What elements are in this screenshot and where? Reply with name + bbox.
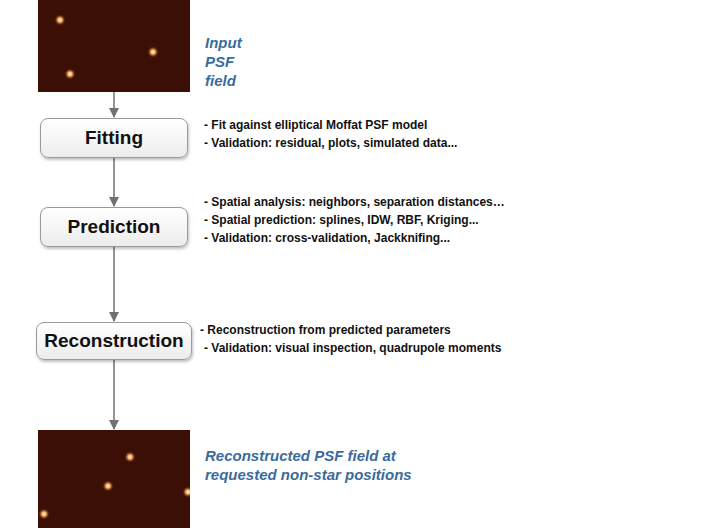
bullet-note: - Spatial analysis: neighbors, separatio…: [204, 194, 505, 210]
star-glow: [124, 451, 136, 463]
bullet-note: - Reconstruction from predicted paramete…: [200, 322, 451, 338]
field-caption: Input PSF field: [205, 33, 242, 90]
star-glow: [54, 14, 66, 26]
star-glow: [64, 68, 76, 80]
bullet-note: - Fit against elliptical Moffat PSF mode…: [204, 117, 427, 133]
process-box: Reconstruction- Reconstruction from pred…: [36, 322, 192, 360]
box-title: Reconstruction: [44, 330, 183, 352]
psf-field-image: Input PSF field: [38, 0, 190, 92]
process-box: Prediction- Spatial analysis: neighbors,…: [40, 207, 188, 247]
process-box: Fitting- Fit against elliptical Moffat P…: [40, 118, 188, 158]
star-glow: [147, 46, 159, 58]
flow-arrow: [113, 247, 115, 321]
star-field: [38, 0, 190, 92]
flow-arrow: [113, 158, 115, 206]
star-glow: [102, 480, 114, 492]
bullet-note: - Validation: residual, plots, simulated…: [204, 135, 457, 151]
star-glow: [182, 486, 190, 498]
field-caption: Reconstructed PSF field at requested non…: [205, 446, 440, 484]
box-title: Fitting: [85, 127, 143, 149]
flow-arrow: [113, 92, 115, 117]
bullet-note: - Spatial prediction: splines, IDW, RBF,…: [204, 212, 479, 228]
bullet-note: - Validation: visual inspection, quadrup…: [204, 340, 501, 356]
psf-field-image: Reconstructed PSF field at requested non…: [38, 430, 190, 528]
star-glow: [38, 508, 50, 520]
box-title: Prediction: [68, 216, 161, 238]
flow-arrow: [113, 360, 115, 429]
star-field: [38, 430, 190, 528]
bullet-note: - Validation: cross-validation, Jackknif…: [204, 230, 450, 246]
